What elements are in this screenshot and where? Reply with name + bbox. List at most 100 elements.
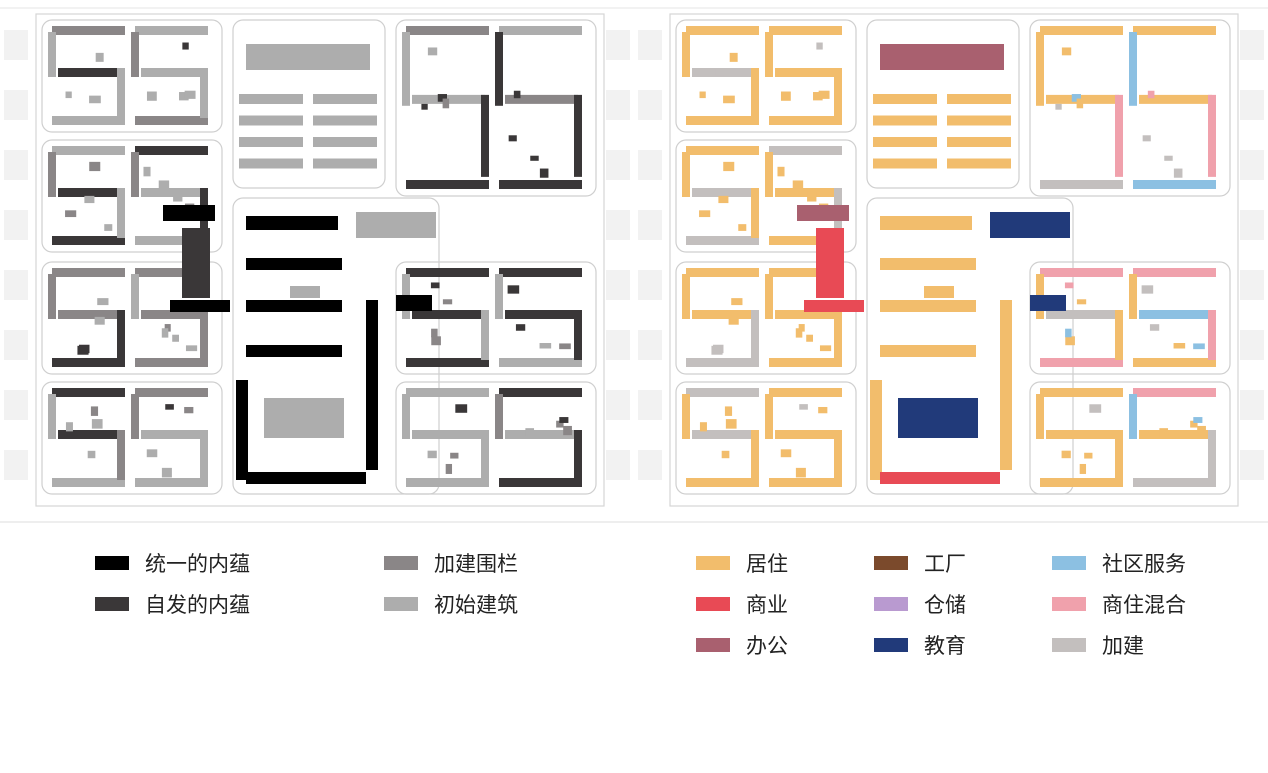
building	[729, 52, 738, 62]
building	[775, 188, 838, 197]
building	[141, 188, 204, 197]
legend-swatch	[1052, 556, 1086, 570]
building	[1208, 310, 1216, 360]
building	[163, 205, 215, 221]
building	[406, 180, 489, 189]
context-building	[4, 450, 28, 480]
building	[816, 42, 823, 50]
building	[89, 95, 101, 104]
legend-swatch	[95, 556, 129, 570]
building	[711, 345, 723, 355]
building	[1115, 310, 1123, 360]
building	[718, 195, 729, 204]
building	[97, 298, 109, 306]
school-building	[1030, 295, 1066, 311]
building	[724, 406, 733, 416]
building	[89, 161, 101, 172]
legend-label: 仓储	[924, 593, 966, 617]
building	[792, 180, 804, 189]
building	[52, 478, 125, 487]
building	[818, 90, 830, 99]
building	[751, 68, 759, 118]
building	[1076, 98, 1084, 109]
building	[1040, 388, 1123, 397]
building	[184, 406, 194, 414]
building	[505, 310, 578, 319]
legend-item-community-service: 社区服务	[1052, 548, 1186, 578]
block-outline	[675, 139, 857, 253]
building	[1055, 103, 1062, 110]
block-outline	[232, 19, 386, 189]
school-building	[990, 212, 1070, 238]
building	[721, 450, 730, 459]
legend-swatch	[1052, 638, 1086, 652]
building	[406, 388, 489, 397]
building	[135, 388, 208, 397]
building	[1197, 425, 1206, 436]
left-map-legend: 统一的内蕴 自发的内蕴 加建围栏 初始建筑	[0, 548, 634, 668]
building	[58, 188, 121, 197]
left-map-svg	[0, 0, 634, 540]
building	[117, 188, 125, 238]
building	[185, 345, 198, 352]
building	[77, 345, 89, 355]
building	[807, 191, 817, 202]
building	[1115, 94, 1123, 177]
building	[559, 417, 569, 423]
building	[135, 116, 208, 125]
building	[723, 161, 735, 172]
building	[1061, 47, 1072, 56]
building	[135, 358, 208, 367]
building	[507, 285, 520, 294]
building	[412, 430, 485, 439]
legend-item-commercial: 商业	[696, 589, 788, 619]
building	[499, 478, 582, 487]
building	[819, 345, 832, 352]
building	[135, 478, 208, 487]
building	[481, 430, 489, 480]
building	[117, 310, 125, 360]
building	[184, 90, 196, 99]
building	[427, 47, 438, 56]
building	[798, 324, 805, 332]
legend-label: 商住混合	[1102, 593, 1186, 617]
building	[1065, 336, 1075, 346]
legend-item-factory: 工厂	[874, 548, 966, 578]
building	[769, 146, 842, 155]
building	[873, 94, 937, 104]
building	[172, 334, 179, 342]
building	[161, 328, 169, 338]
building	[508, 135, 517, 142]
building	[1142, 135, 1151, 142]
building	[499, 180, 582, 189]
building	[141, 68, 204, 77]
building	[200, 68, 208, 118]
building	[406, 26, 489, 35]
building	[200, 430, 208, 480]
building	[804, 300, 864, 312]
building	[1040, 268, 1123, 277]
right-map-legend: 居住 工厂 社区服务 商业 仓储 商住混合 办公 教育 加建	[634, 548, 1268, 668]
legend-swatch	[384, 556, 418, 570]
building	[1190, 420, 1198, 428]
building	[146, 449, 158, 458]
legend-item-addition: 加建	[1052, 630, 1144, 660]
building	[48, 32, 56, 77]
building	[1065, 328, 1072, 338]
building	[146, 91, 157, 101]
block-outline	[866, 197, 1074, 495]
legend-label: 加建围栏	[434, 552, 518, 576]
building	[769, 26, 842, 35]
building	[1133, 478, 1216, 487]
block-outline	[41, 381, 223, 495]
building	[539, 168, 549, 178]
building	[158, 180, 170, 189]
building	[1159, 428, 1169, 437]
building	[1139, 94, 1212, 104]
building	[246, 472, 366, 484]
building	[1141, 285, 1154, 294]
building	[182, 228, 210, 298]
context-building	[606, 450, 630, 480]
building	[402, 394, 410, 439]
block-outline	[866, 19, 1020, 189]
